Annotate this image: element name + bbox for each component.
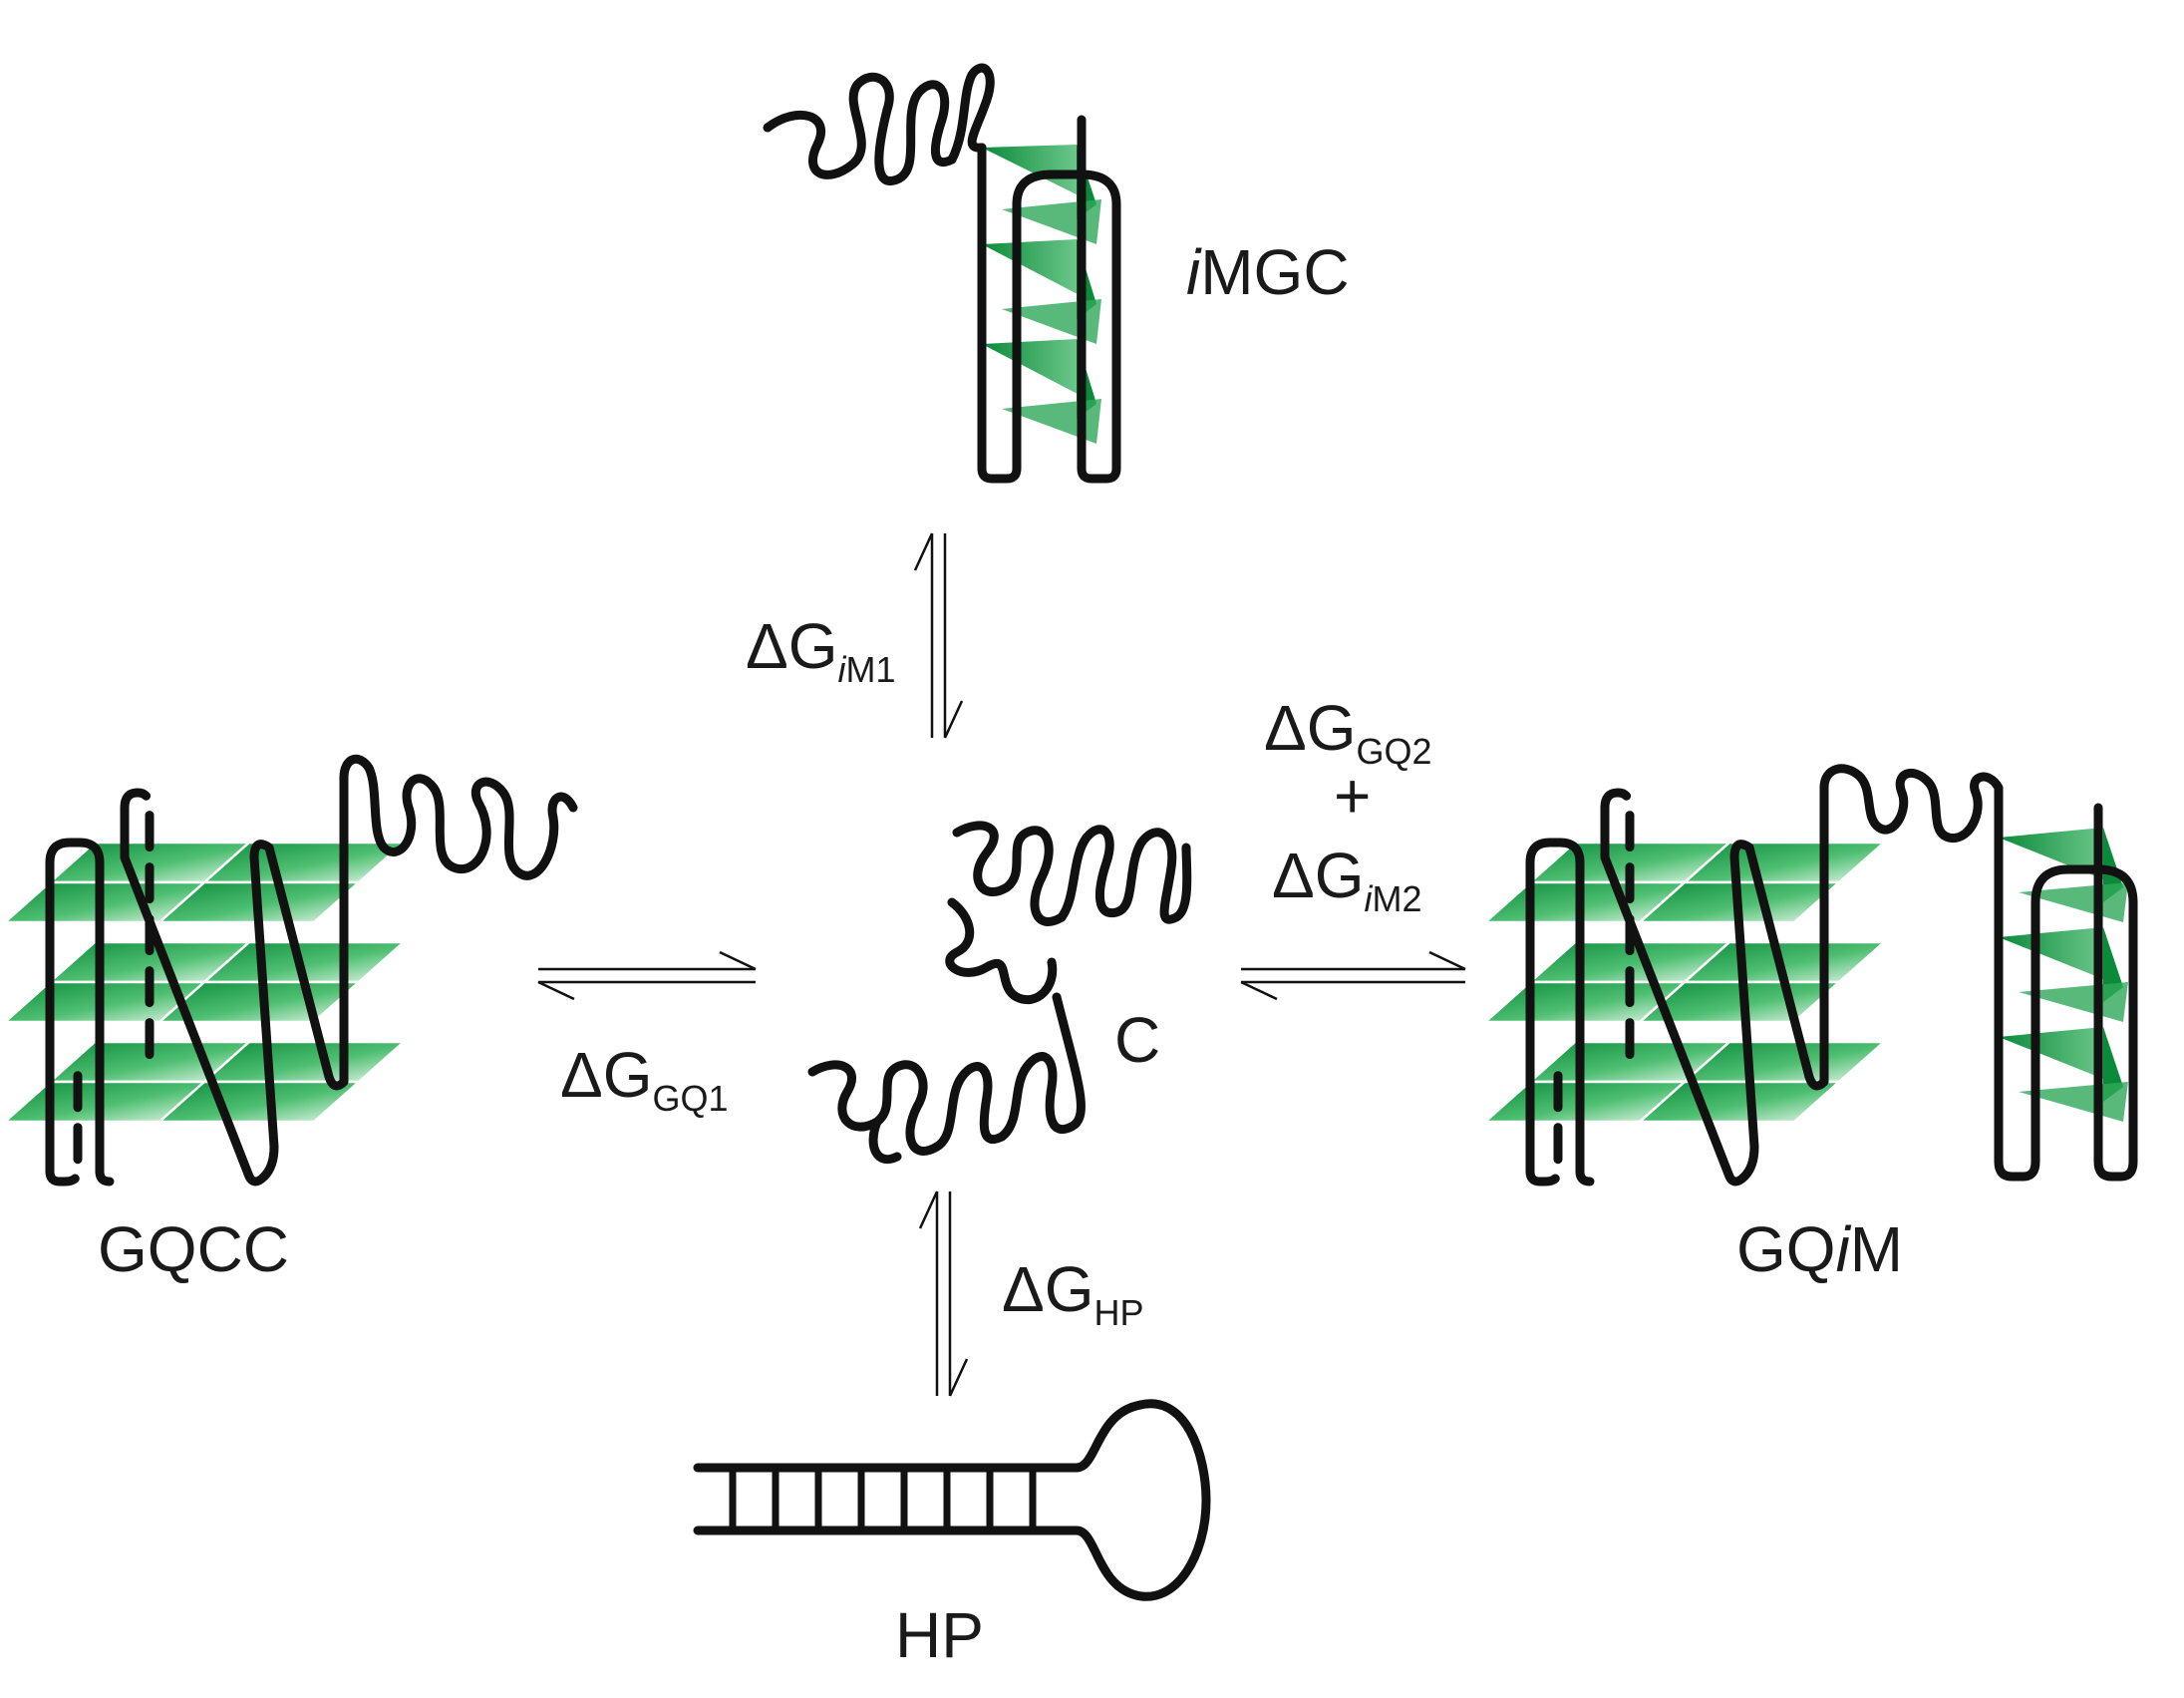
coil-label: C <box>1114 1004 1160 1076</box>
imgc-structure <box>763 63 1121 484</box>
dg-gq1-label: ΔGGQ1 <box>560 1039 729 1119</box>
dg-im1-label: ΔGiM1 <box>746 610 896 690</box>
equilibrium-arrow-c-gqim <box>1240 950 1466 1001</box>
coil-structure <box>807 821 1192 1164</box>
dg-hp-label: ΔGHP <box>1002 1253 1144 1333</box>
gqim-structure <box>1481 764 2138 1187</box>
dg-im2-label: ΔGiM2 <box>1272 840 1422 919</box>
g-tetrad-layer <box>1481 1040 1888 1124</box>
equilibrium-arrow-imgc-c <box>913 532 964 739</box>
hairpin-structure <box>693 1399 1211 1601</box>
hairpin-base-pairs <box>729 1468 1037 1530</box>
hairpin-label: HP <box>895 1599 984 1671</box>
gqim-label: GQiM <box>1736 1213 1903 1285</box>
equilibrium-arrow-c-hp <box>918 1190 969 1397</box>
gqcc-label: GQCC <box>98 1213 289 1285</box>
plus-sign: + <box>1334 760 1371 832</box>
gqcc-structure <box>1 754 578 1187</box>
equilibrium-arrow-gqcc-c <box>537 950 757 1001</box>
guanine-plate <box>156 1080 363 1124</box>
imgc-label: iMGC <box>1186 236 1350 308</box>
guanine-plate <box>1636 1080 1843 1124</box>
dg-gq2-label: ΔGGQ2 <box>1264 692 1432 772</box>
imotif-base-pairs <box>982 145 1101 444</box>
